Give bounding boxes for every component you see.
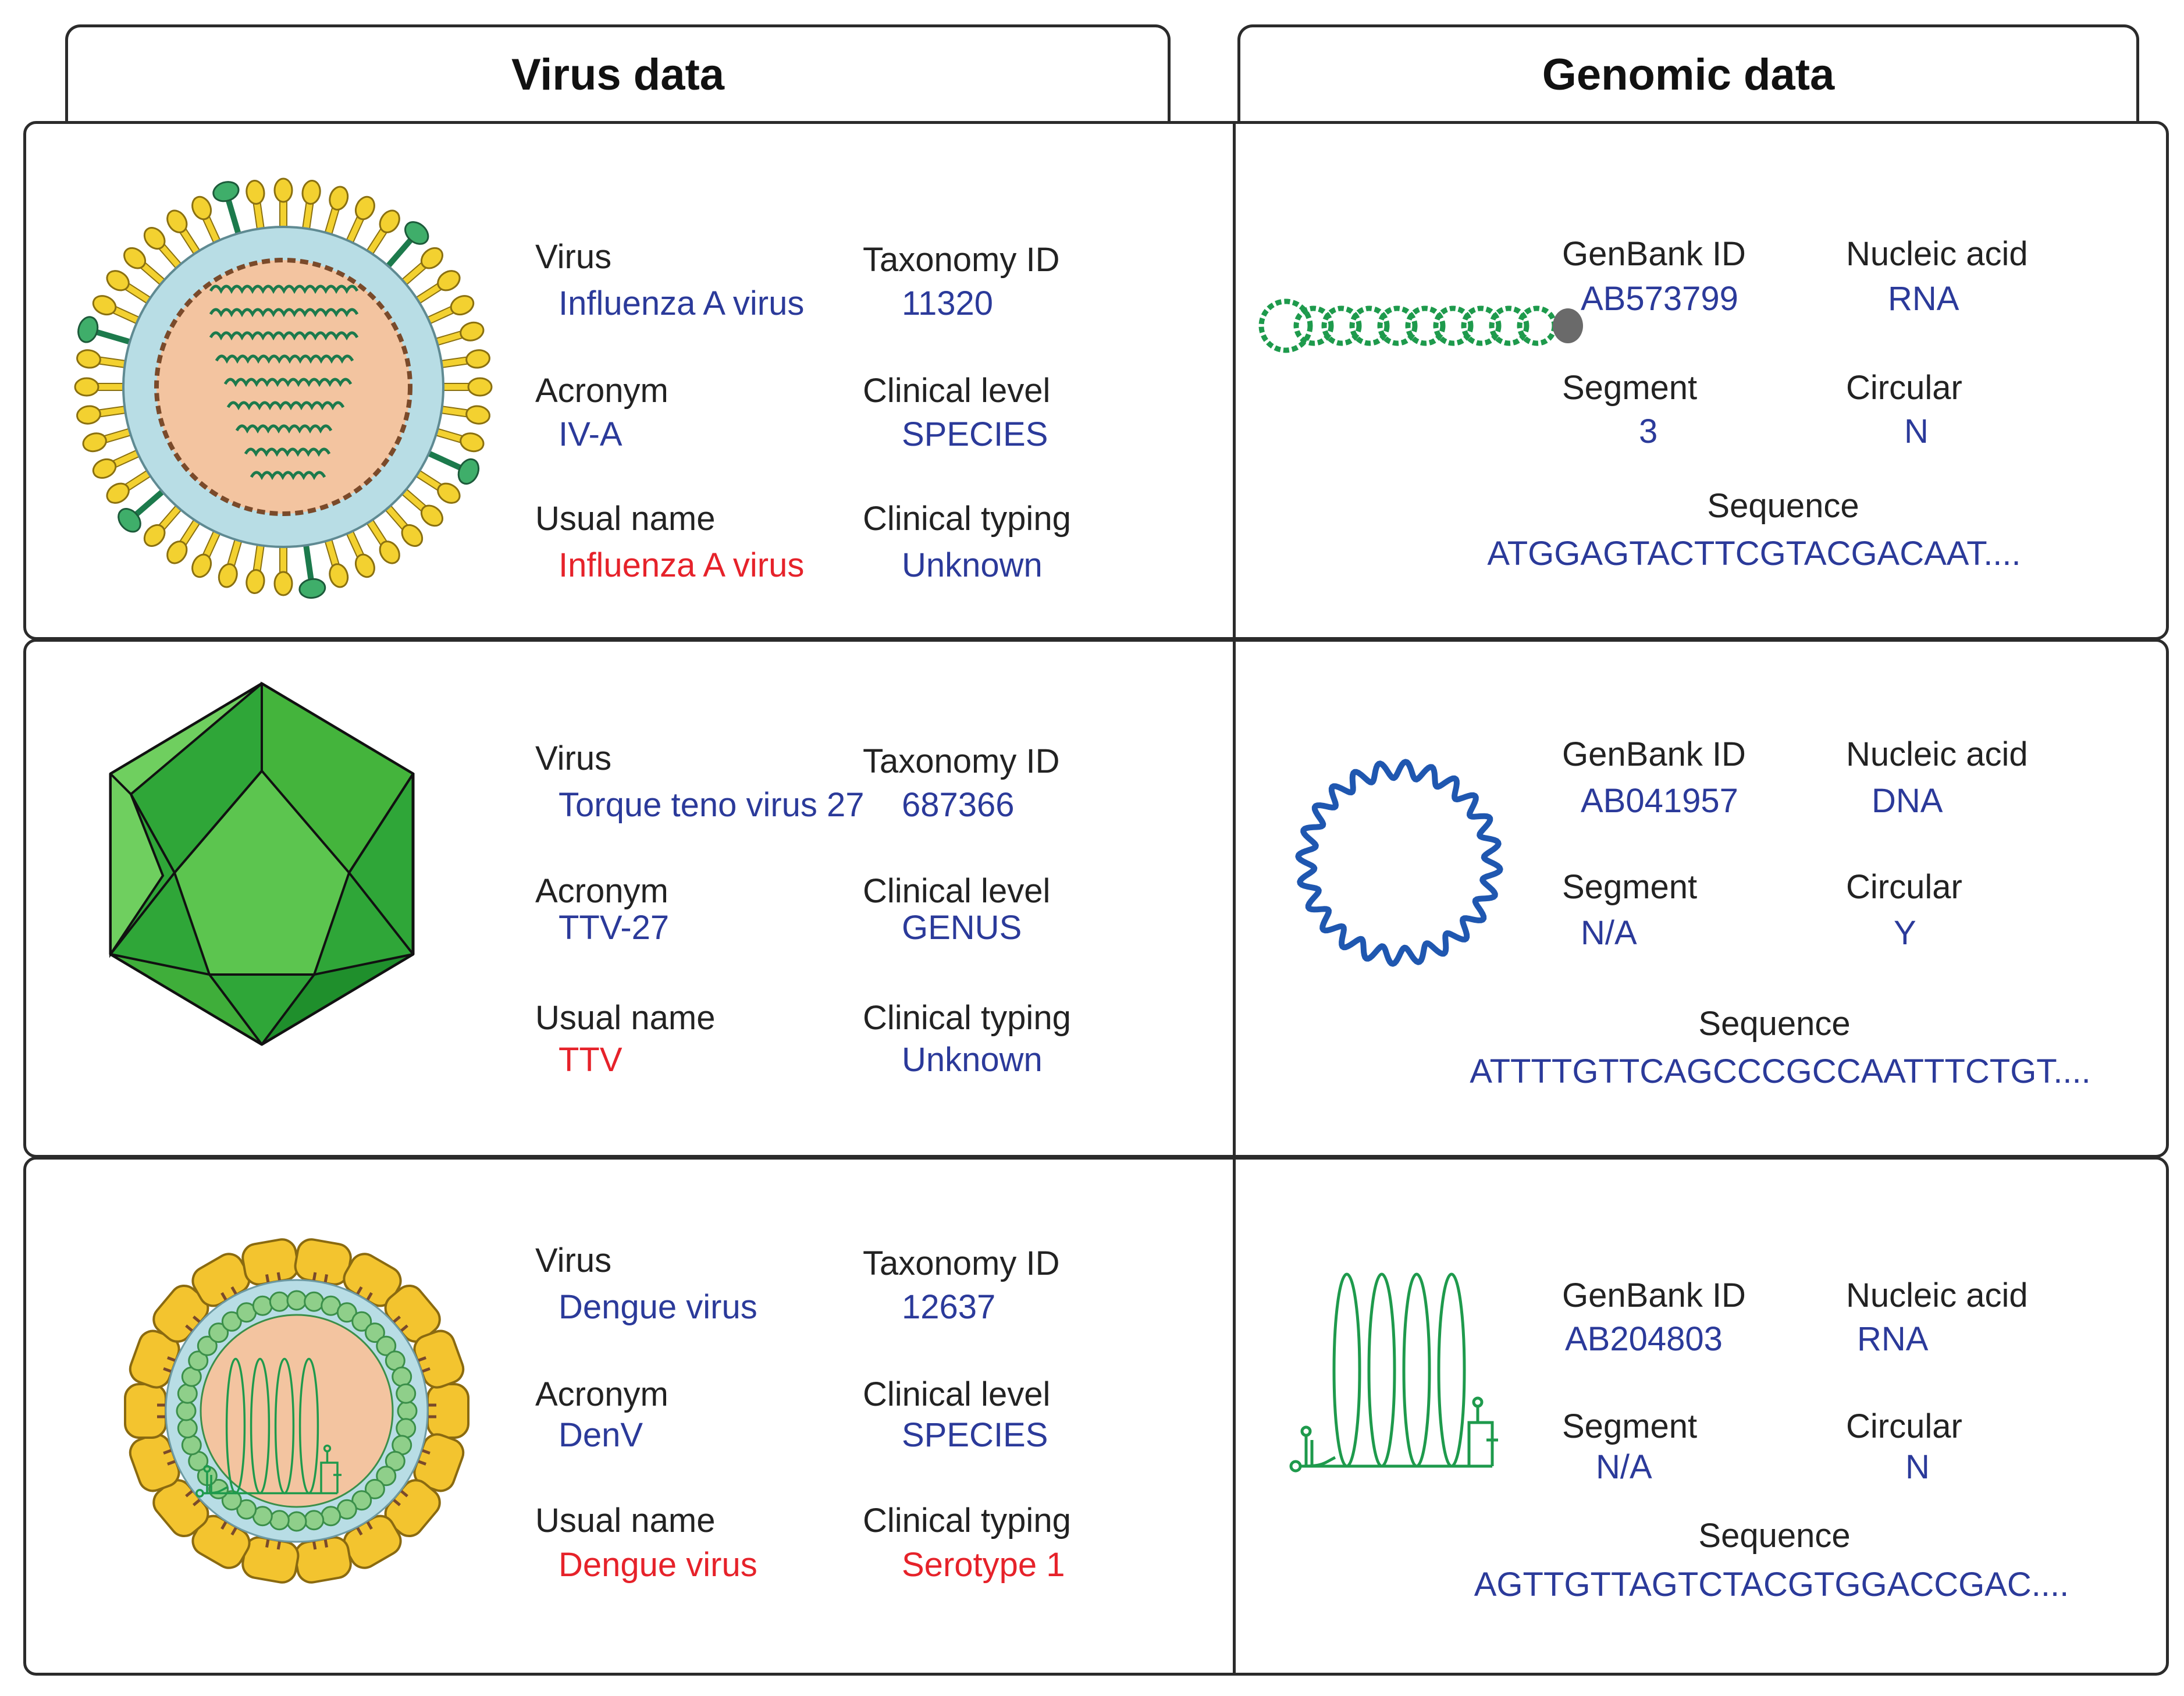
value-acronym: IV-A xyxy=(559,415,623,453)
label-sequence: Sequence xyxy=(1698,1005,1851,1043)
column-divider xyxy=(1233,642,1236,1155)
value-sequence: AGTTGTTAGTCTACGTGGACCGAC.... xyxy=(1474,1566,2069,1603)
label-clinical-level: Clinical level xyxy=(863,372,1051,410)
label-taxonomy-id: Taxonomy ID xyxy=(863,742,1060,780)
column-divider xyxy=(1233,1160,1236,1673)
value-genbank-id: AB573799 xyxy=(1581,280,1738,318)
row-panel-ttv: Virus Torque teno virus 27 Acronym TTV-2… xyxy=(23,639,2169,1158)
label-clinical-level: Clinical level xyxy=(863,872,1051,910)
value-usual-name: TTV xyxy=(559,1041,623,1079)
value-circular: Y xyxy=(1894,914,1916,952)
dengue-virion-icon xyxy=(124,1238,469,1584)
value-nucleic-acid: DNA xyxy=(1872,782,1943,820)
label-sequence: Sequence xyxy=(1707,487,1859,525)
label-segment: Segment xyxy=(1562,369,1698,407)
value-circular: N xyxy=(1905,1448,1930,1486)
looped-rna-icon xyxy=(1289,1272,1498,1473)
label-genbank-id: GenBank ID xyxy=(1562,1277,1746,1314)
circular-dna-icon xyxy=(1295,759,1503,967)
value-taxonomy-id: 687366 xyxy=(902,786,1015,824)
value-clinical-level: GENUS xyxy=(902,909,1022,947)
label-usual-name: Usual name xyxy=(535,500,716,538)
label-nucleic-acid: Nucleic acid xyxy=(1846,235,2028,273)
label-acronym: Acronym xyxy=(535,872,668,910)
value-acronym: DenV xyxy=(559,1416,643,1454)
value-segment: N/A xyxy=(1596,1448,1652,1486)
value-taxonomy-id: 12637 xyxy=(902,1288,996,1326)
label-virus: Virus xyxy=(535,238,612,276)
value-sequence: ATTTTGTTCAGCCCGCCAATTTCTGT.... xyxy=(1470,1053,2091,1090)
label-acronym: Acronym xyxy=(535,372,668,410)
label-segment: Segment xyxy=(1562,868,1698,906)
label-usual-name: Usual name xyxy=(535,999,716,1037)
value-clinical-typing: Serotype 1 xyxy=(902,1546,1065,1584)
label-acronym: Acronym xyxy=(535,1375,668,1413)
label-sequence: Sequence xyxy=(1698,1517,1851,1555)
label-taxonomy-id: Taxonomy ID xyxy=(863,1245,1060,1282)
value-virus: Influenza A virus xyxy=(559,285,805,322)
label-virus: Virus xyxy=(535,739,612,777)
label-clinical-level: Clinical level xyxy=(863,1375,1051,1413)
genomic-data-title: Genomic data xyxy=(1542,50,1835,99)
icosahedral-capsid-icon xyxy=(109,681,415,1046)
value-virus: Torque teno virus 27 xyxy=(559,786,865,824)
label-circular: Circular xyxy=(1846,369,1962,407)
coiled-rna-icon xyxy=(1258,298,1583,353)
virus-data-header: Virus data xyxy=(65,24,1171,122)
value-virus: Dengue virus xyxy=(559,1288,757,1326)
row-panel-influenza: Virus Influenza A virus Acronym IV-A Usu… xyxy=(23,121,2169,640)
value-segment: N/A xyxy=(1581,914,1637,952)
value-clinical-typing: Unknown xyxy=(902,1041,1043,1079)
value-genbank-id: AB041957 xyxy=(1581,782,1738,820)
label-usual-name: Usual name xyxy=(535,1502,716,1539)
label-circular: Circular xyxy=(1846,1407,1962,1445)
label-segment: Segment xyxy=(1562,1407,1698,1445)
value-nucleic-acid: RNA xyxy=(1888,280,1959,318)
value-sequence: ATGGAGTACTTCGTACGACAAT.... xyxy=(1487,535,2021,573)
value-circular: N xyxy=(1904,413,1929,450)
label-genbank-id: GenBank ID xyxy=(1562,735,1746,773)
label-nucleic-acid: Nucleic acid xyxy=(1846,1277,2028,1314)
row-panel-dengue: Virus Dengue virus Acronym DenV Usual na… xyxy=(23,1157,2169,1676)
influenza-virion-icon xyxy=(74,177,493,599)
value-taxonomy-id: 11320 xyxy=(902,285,993,322)
label-nucleic-acid: Nucleic acid xyxy=(1846,735,2028,773)
value-nucleic-acid: RNA xyxy=(1857,1320,1929,1358)
value-usual-name: Dengue virus xyxy=(559,1546,757,1584)
label-clinical-typing: Clinical typing xyxy=(863,1502,1071,1539)
value-acronym: TTV-27 xyxy=(559,909,670,947)
value-usual-name: Influenza A virus xyxy=(559,546,805,584)
virus-data-title: Virus data xyxy=(511,50,725,99)
value-genbank-id: AB204803 xyxy=(1565,1320,1723,1358)
label-genbank-id: GenBank ID xyxy=(1562,235,1746,273)
column-divider xyxy=(1233,124,1236,637)
value-clinical-typing: Unknown xyxy=(902,546,1043,584)
label-clinical-typing: Clinical typing xyxy=(863,500,1071,538)
label-circular: Circular xyxy=(1846,868,1962,906)
value-clinical-level: SPECIES xyxy=(902,1416,1048,1454)
value-segment: 3 xyxy=(1639,413,1658,450)
genomic-data-header: Genomic data xyxy=(1237,24,2139,122)
value-clinical-level: SPECIES xyxy=(902,415,1048,453)
label-taxonomy-id: Taxonomy ID xyxy=(863,241,1060,279)
label-virus: Virus xyxy=(535,1242,612,1279)
label-clinical-typing: Clinical typing xyxy=(863,999,1071,1037)
